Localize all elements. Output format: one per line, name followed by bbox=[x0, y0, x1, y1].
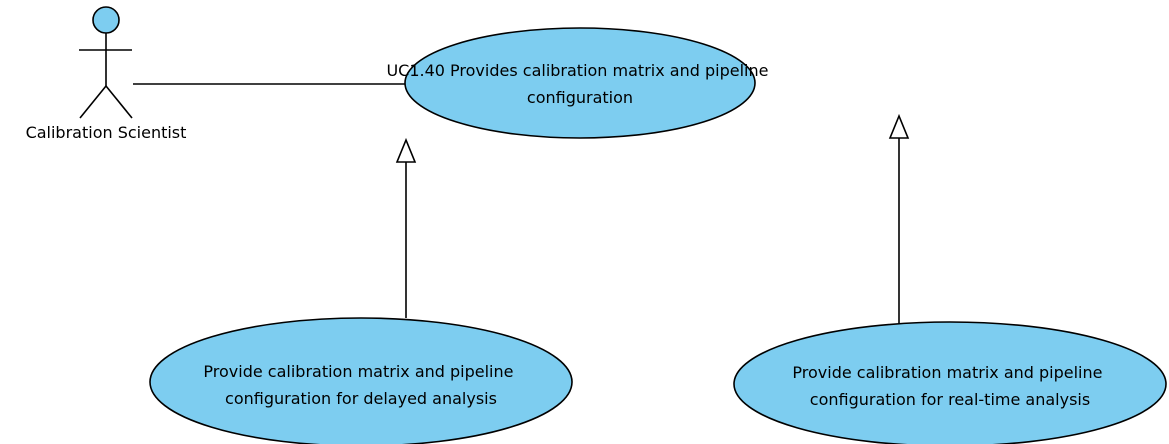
actor-calibration-scientist[interactable]: Calibration Scientist bbox=[26, 6, 187, 142]
use-case-delayed-analysis[interactable]: Provide calibration matrix and pipeline … bbox=[149, 317, 573, 444]
actor-left-leg bbox=[79, 85, 107, 119]
generalization-right bbox=[888, 113, 910, 323]
use-case-real-time-analysis-line-2: configuration for real-time analysis bbox=[810, 390, 1090, 409]
use-case-delayed-analysis-label: Provide calibration matrix and pipeline … bbox=[203, 362, 518, 408]
use-case-main-line-2: configuration bbox=[527, 88, 633, 107]
use-case-real-time-analysis-line-1: Provide calibration matrix and pipeline bbox=[792, 363, 1102, 382]
use-case-delayed-analysis-line-2: configuration for delayed analysis bbox=[225, 389, 497, 408]
use-case-main-shape bbox=[404, 27, 756, 139]
actor-head bbox=[92, 6, 120, 34]
use-case-real-time-analysis-label: Provide calibration matrix and pipeline … bbox=[792, 363, 1107, 409]
use-case-main[interactable]: UC1.40 Provides calibration matrix and p… bbox=[386, 27, 773, 139]
use-case-delayed-analysis-shape bbox=[149, 317, 573, 444]
use-case-delayed-analysis-line-1: Provide calibration matrix and pipeline bbox=[203, 362, 513, 381]
actor-label: Calibration Scientist bbox=[26, 123, 187, 142]
generalization-right-arrowhead bbox=[888, 113, 910, 139]
actor-right-leg bbox=[105, 85, 133, 119]
use-case-main-label: UC1.40 Provides calibration matrix and p… bbox=[386, 61, 773, 107]
stick-figure-icon bbox=[79, 6, 133, 119]
use-case-real-time-analysis-shape bbox=[733, 321, 1167, 444]
use-case-real-time-analysis[interactable]: Provide calibration matrix and pipeline … bbox=[733, 321, 1167, 444]
use-case-main-line-1: UC1.40 Provides calibration matrix and p… bbox=[386, 61, 768, 80]
generalization-left-arrowhead bbox=[395, 137, 417, 163]
generalization-left bbox=[395, 137, 417, 318]
